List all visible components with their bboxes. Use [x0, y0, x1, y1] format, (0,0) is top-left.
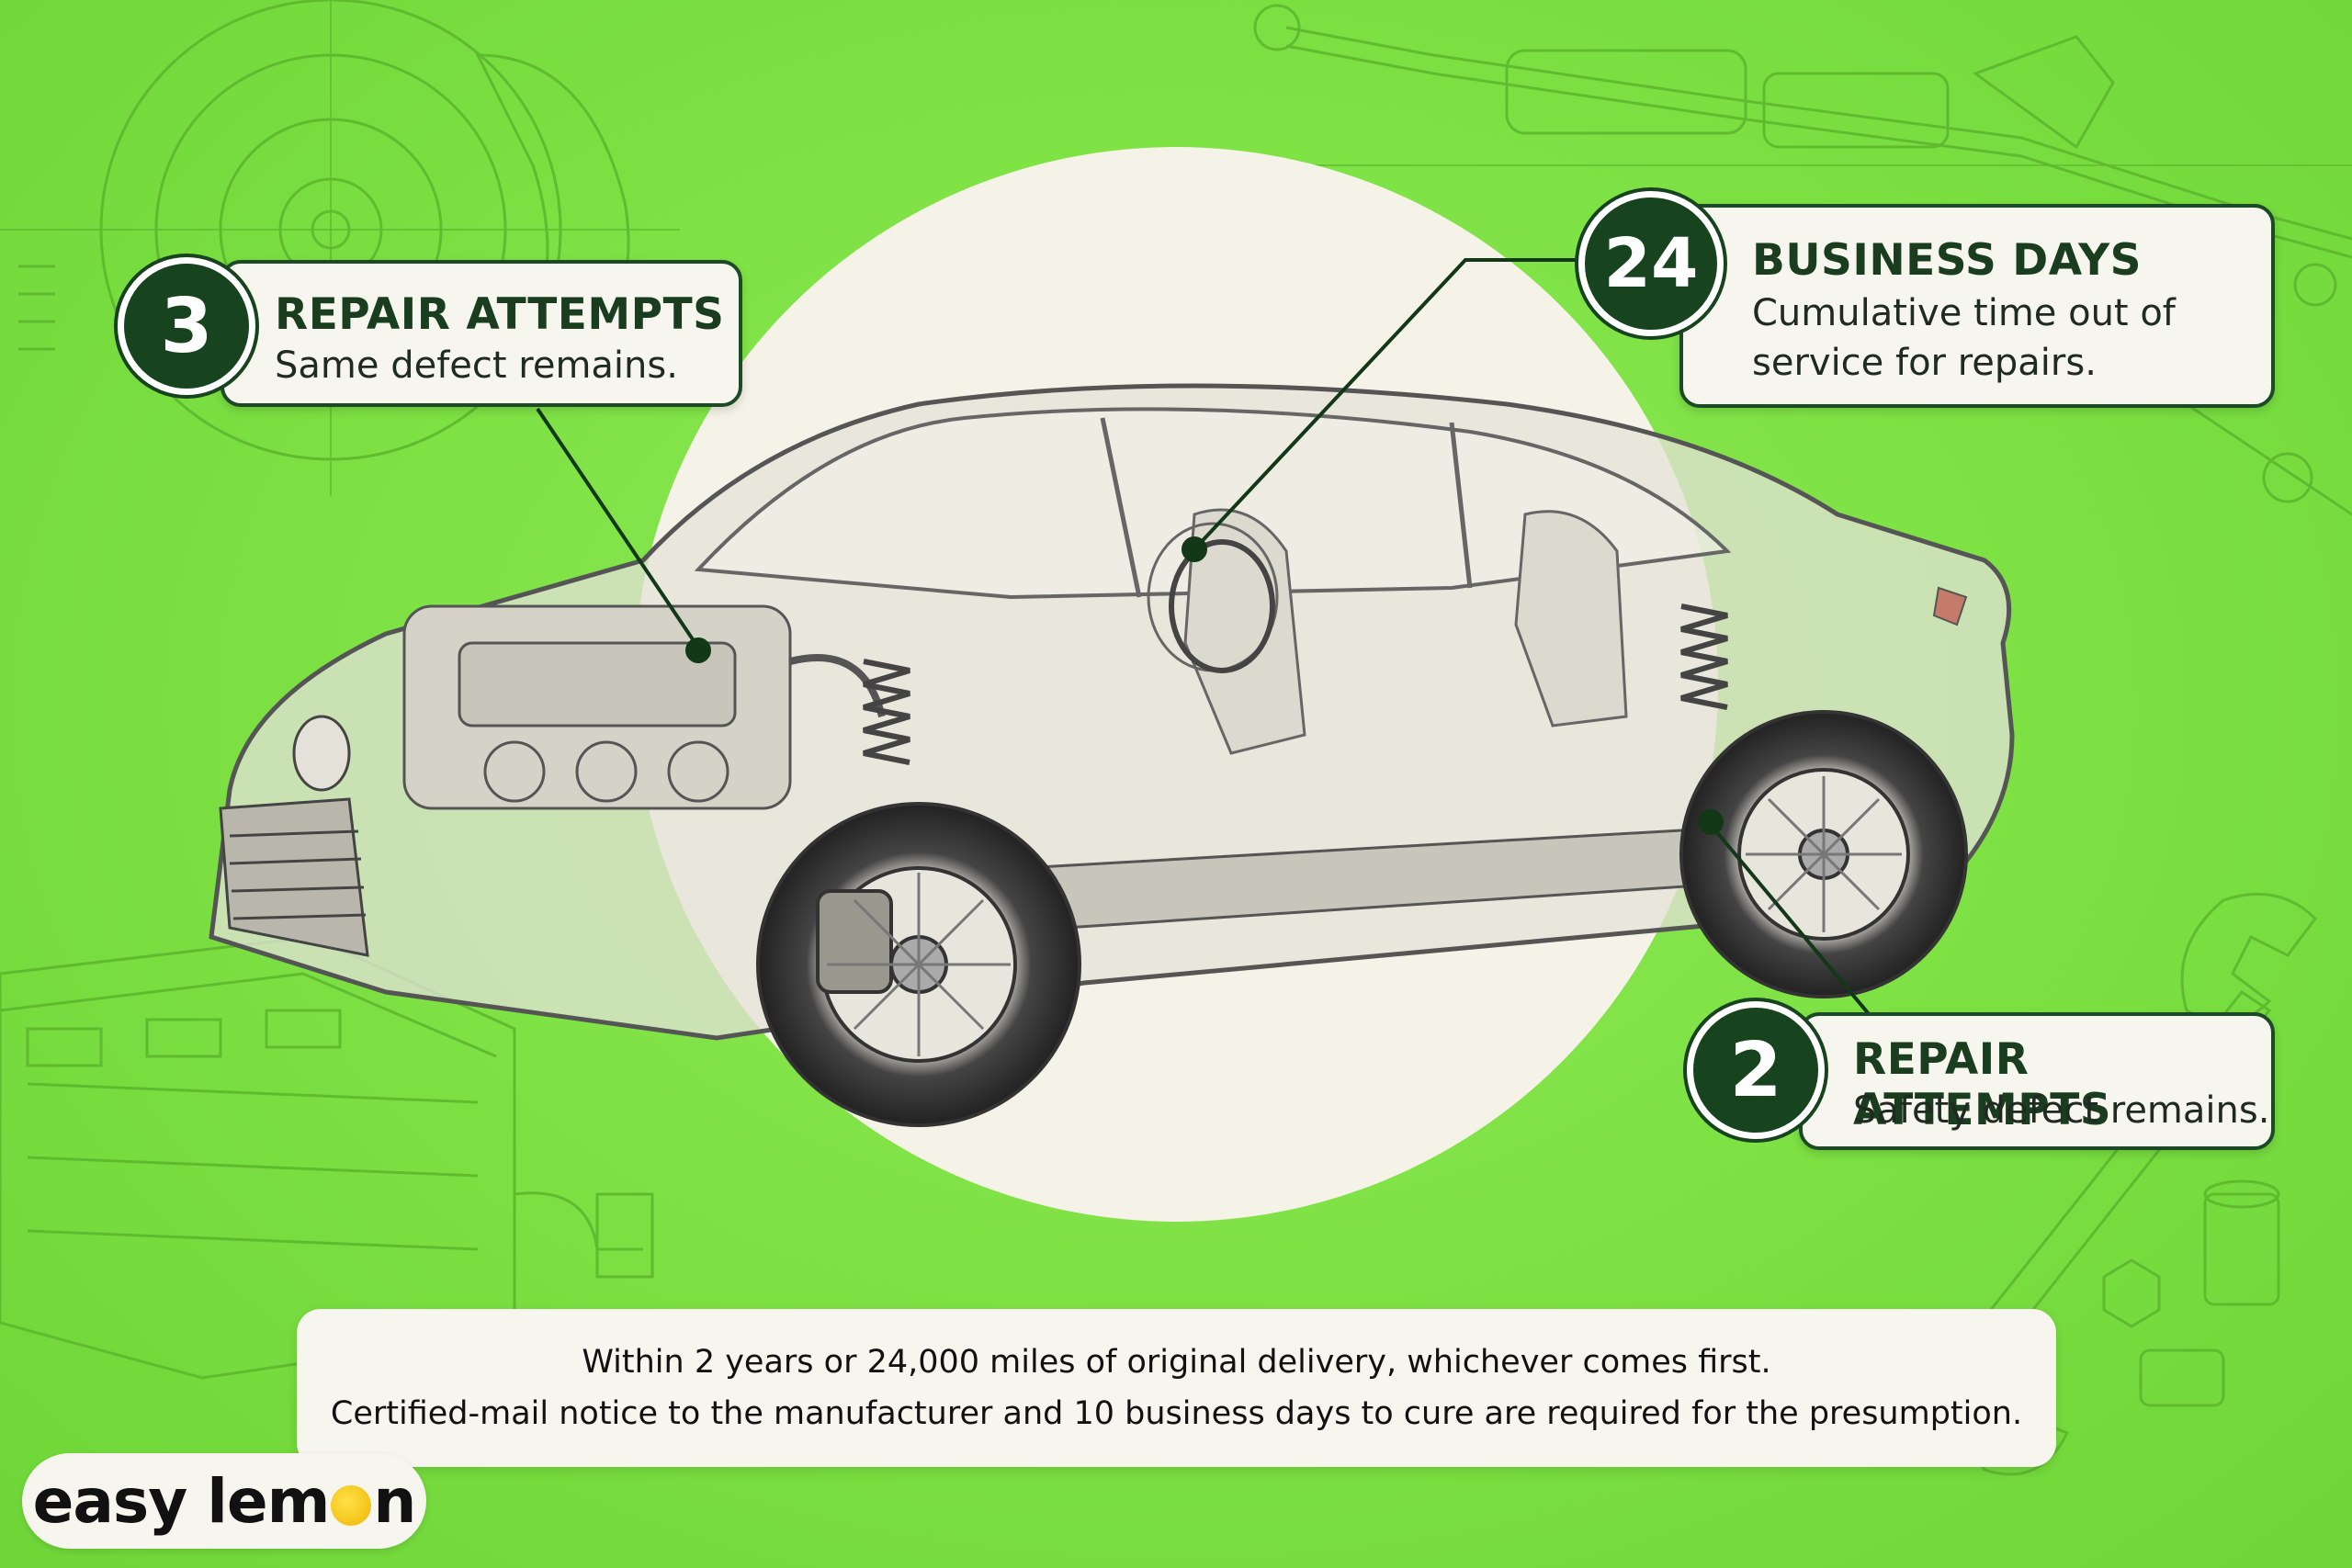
number-badge-24: 24 — [1578, 191, 1724, 336]
note-line-2: Certified-mail notice to the manufacture… — [330, 1395, 2023, 1432]
socket-icon — [2203, 1192, 2280, 1306]
callout-title: BUSINESS DAYS — [1752, 235, 2142, 286]
callout-description: Same defect remains. — [275, 344, 678, 387]
eligibility-note: Within 2 years or 24,000 miles of origin… — [297, 1309, 2056, 1467]
callout-description-line1: Cumulative time out of — [1752, 292, 2176, 334]
nut-icon — [2102, 1258, 2161, 1328]
callout-title: REPAIR ATTEMPTS — [275, 289, 725, 340]
callout-repair-attempts-2: REPAIR ATTEMPTS Safety defect remains. — [1799, 1012, 2275, 1150]
callout-business-days-24: BUSINESS DAYS Cumulative time out of ser… — [1679, 204, 2275, 408]
callout-repair-attempts-3: REPAIR ATTEMPTS Same defect remains. — [220, 260, 742, 407]
callout-description-line2: service for repairs. — [1752, 342, 2097, 384]
callout-title: REPAIR ATTEMPTS — [1853, 1034, 2112, 1135]
lemon-icon — [331, 1484, 372, 1526]
number-badge-3: 3 — [118, 257, 255, 395]
note-line-1: Within 2 years or 24,000 miles of origin… — [582, 1344, 1771, 1381]
callout-description: Safety defect remains. — [1853, 1089, 2270, 1132]
number-badge-2: 2 — [1687, 1001, 1825, 1139]
